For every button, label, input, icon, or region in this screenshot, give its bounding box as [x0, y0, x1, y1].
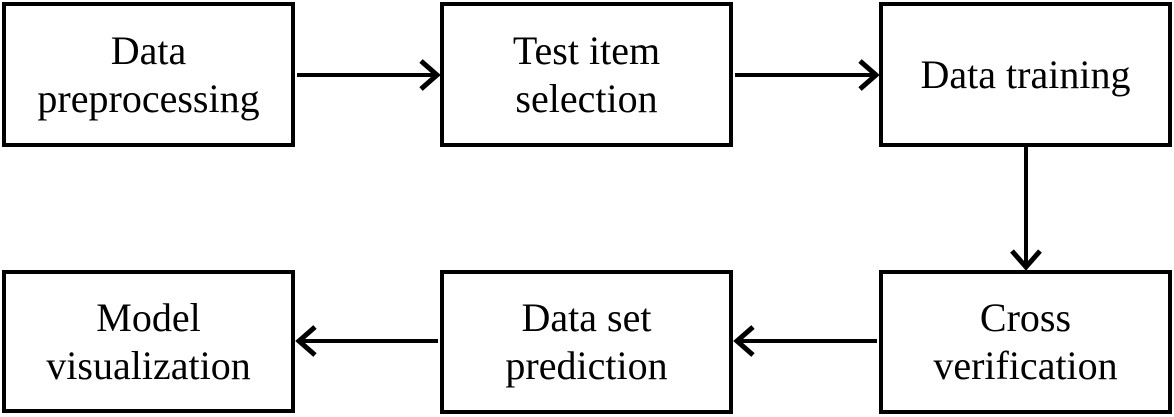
- flow-node-label-data-set-prediction: Data set prediction: [505, 295, 668, 388]
- flow-node-test-item-selection: Test item selection: [440, 2, 733, 147]
- flow-node-model-visualization: Model visualization: [2, 270, 295, 413]
- flow-node-label-data-preprocessing: Data preprocessing: [37, 27, 260, 121]
- flow-node-data-set-prediction: Data set prediction: [440, 270, 733, 414]
- flow-node-cross-verification: Cross verification: [879, 270, 1172, 414]
- flow-node-label-model-visualization: Model visualization: [46, 294, 251, 388]
- flow-node-label-data-training: Data training: [920, 51, 1131, 97]
- flow-node-data-preprocessing: Data preprocessing: [2, 2, 295, 147]
- flow-node-data-training: Data training: [879, 2, 1172, 147]
- flow-node-label-test-item-selection: Test item selection: [512, 27, 661, 121]
- flow-node-label-cross-verification: Cross verification: [933, 295, 1118, 388]
